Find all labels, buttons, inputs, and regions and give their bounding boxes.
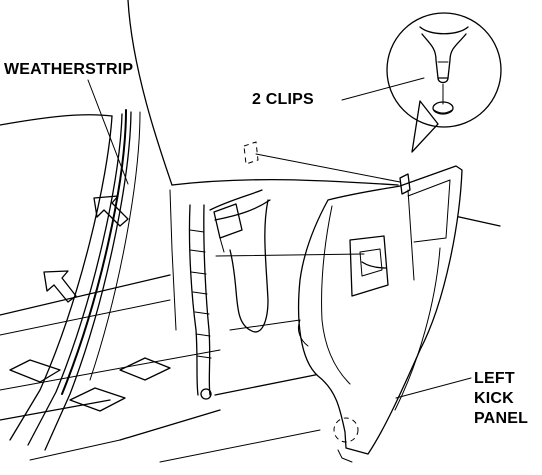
lower-trim bbox=[200, 319, 331, 400]
door-pillar bbox=[0, 111, 141, 451]
kick-panel-label: LEFT KICK PANEL bbox=[474, 370, 528, 427]
clip-detail-callout bbox=[386, 12, 502, 153]
kick-panel bbox=[297, 165, 463, 463]
arrow-up-left-icon bbox=[93, 195, 129, 227]
floor-sill bbox=[0, 274, 321, 463]
weatherstrip bbox=[61, 109, 127, 395]
kick-panel-label-line1: LEFT bbox=[474, 370, 515, 387]
leader-lines bbox=[87, 77, 472, 399]
weatherstrip-label: WEATHERSTRIP bbox=[4, 61, 133, 78]
clip-hole bbox=[243, 141, 401, 183]
wire-harness bbox=[169, 189, 271, 396]
kick-panel-label-line2: KICK bbox=[474, 390, 514, 407]
arrow-up-left-icon bbox=[43, 270, 77, 303]
kick-panel-label-line3: PANEL bbox=[474, 410, 528, 427]
clips-label: 2 CLIPS bbox=[252, 91, 314, 108]
